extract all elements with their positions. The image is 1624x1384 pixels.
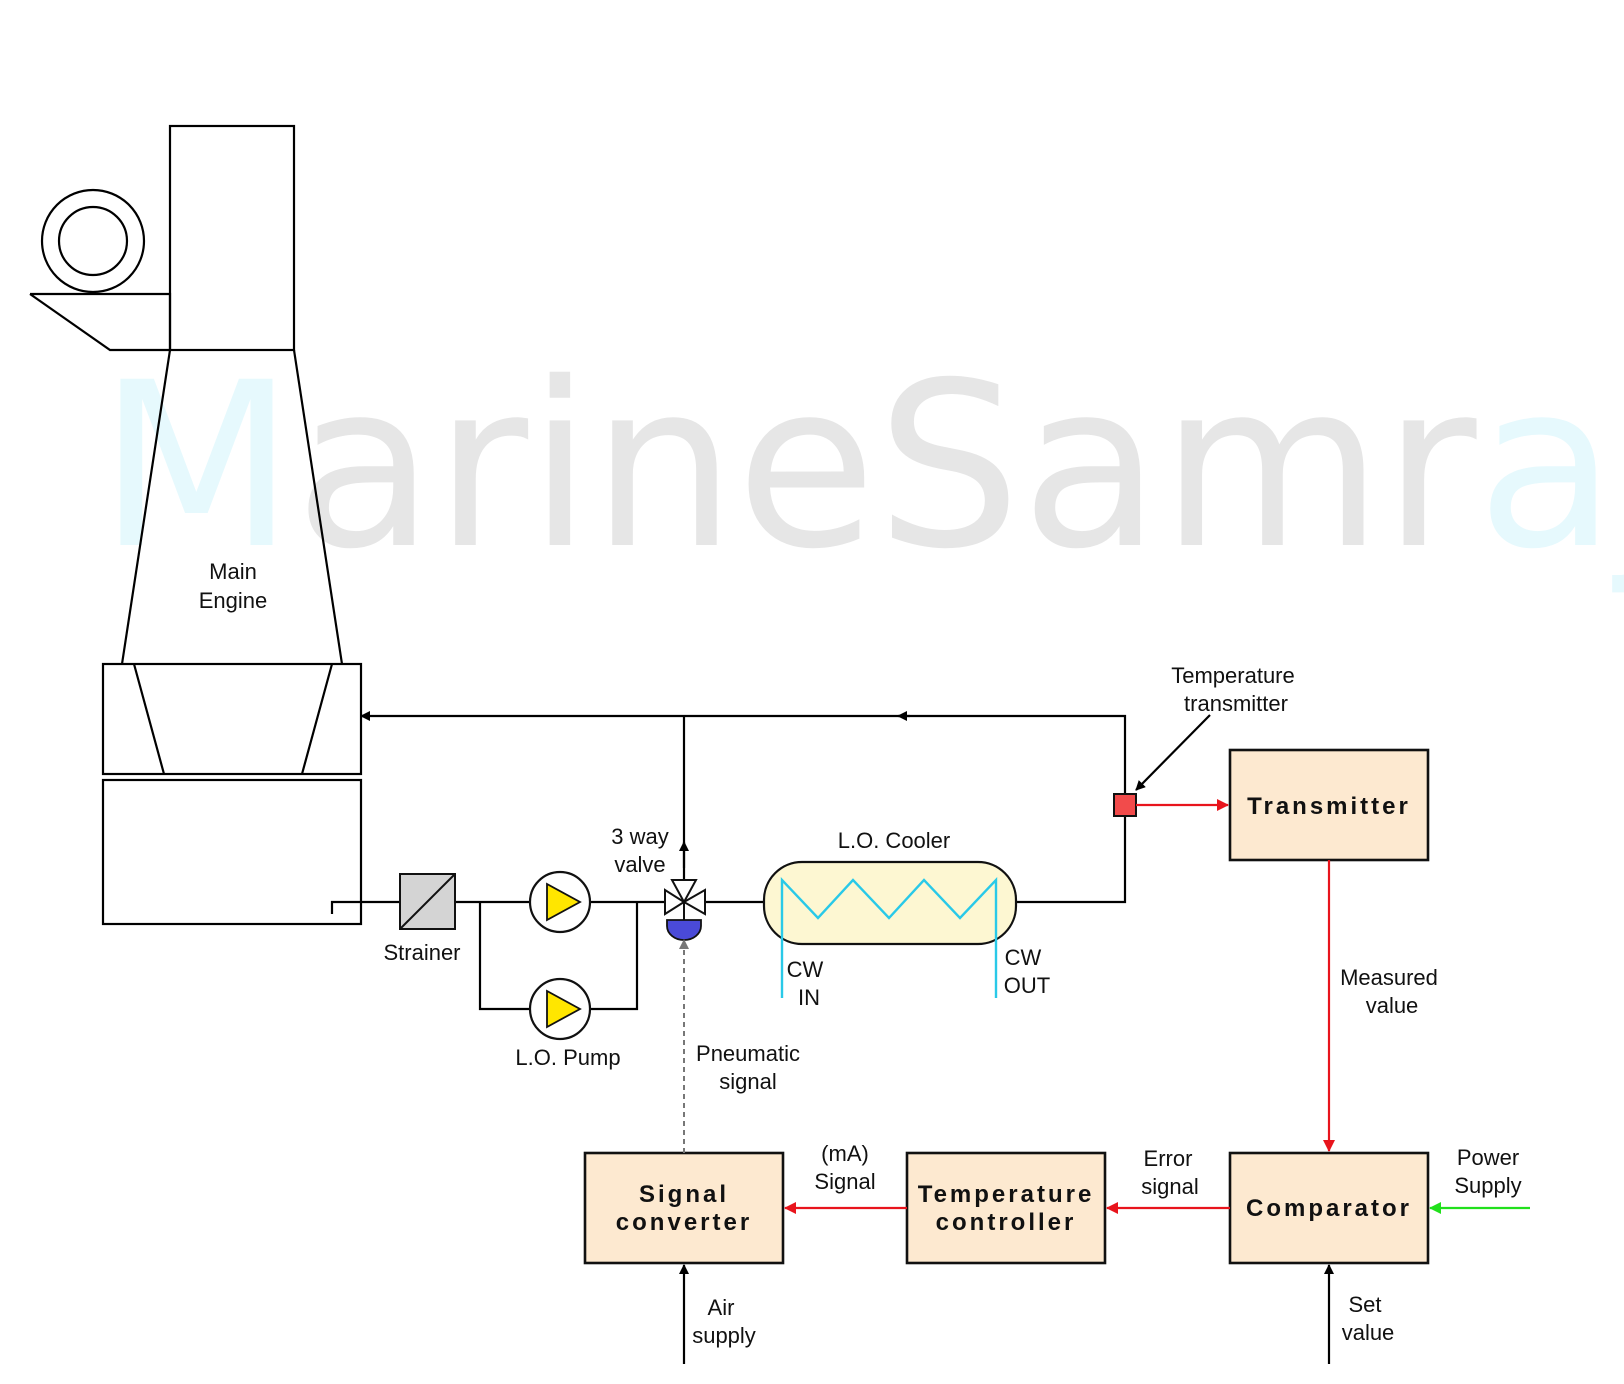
signal-converter-label-2: converter xyxy=(616,1209,752,1236)
three-way-valve: 3 way valve xyxy=(611,824,706,941)
cw-out-label-2: OUT xyxy=(1004,973,1050,998)
comparator-label: Comparator xyxy=(1246,1195,1412,1222)
pump-2-arrow-icon xyxy=(546,989,582,1029)
cooling-water-coil xyxy=(780,876,998,998)
lo-pumps: L.O. Pump xyxy=(515,870,621,1070)
temp-transmitter-label-1: Temperature xyxy=(1171,663,1295,688)
signal-converter-label-1: Signal xyxy=(639,1181,729,1208)
temperature-controller-label-2: controller xyxy=(936,1209,1077,1236)
lo-cooler-label: L.O. Cooler xyxy=(838,828,951,853)
main-engine-label-2: Engine xyxy=(199,588,268,613)
watermark: MarineSamraj xyxy=(98,333,1624,599)
engine-bedplate xyxy=(101,662,363,776)
turbocharger-outer xyxy=(40,188,146,294)
engine-frame-left xyxy=(120,349,172,665)
pump-bypass-inlet xyxy=(478,902,530,1011)
power-supply-label-2: Supply xyxy=(1454,1173,1521,1198)
measured-value-label-1: Measured xyxy=(1340,965,1438,990)
transmitter-label: Transmitter xyxy=(1247,793,1411,820)
temperature-sensor-icon xyxy=(1113,793,1137,817)
cw-in-label-1: CW xyxy=(787,957,824,982)
main-engine-label-1: Main xyxy=(209,559,257,584)
power-supply-label-1: Power xyxy=(1457,1145,1519,1170)
ma-signal-label-2: Signal xyxy=(814,1169,875,1194)
valve-actuator-icon xyxy=(666,919,702,941)
signal-lines xyxy=(679,799,1530,1364)
sump-suction-pipe xyxy=(330,900,400,914)
pneumatic-signal-label-2: signal xyxy=(719,1069,776,1094)
temperature-controller-label-1: Temperature xyxy=(918,1181,1095,1208)
strainer: Strainer xyxy=(383,873,461,965)
valve-top-triangle xyxy=(670,879,698,905)
set-value-label-1: Set xyxy=(1348,1292,1381,1317)
signal-converter-box xyxy=(583,1151,785,1265)
three-way-valve-label-1: 3 way xyxy=(611,824,668,849)
measured-value-label-2: value xyxy=(1366,993,1419,1018)
set-value-label-2: value xyxy=(1342,1320,1395,1345)
valve-left-triangle xyxy=(664,888,686,916)
strainer-label: Strainer xyxy=(383,940,460,965)
sensor-pointer xyxy=(1135,714,1211,791)
engine-top-block xyxy=(168,124,296,352)
temperature-sensor: Temperature transmitter xyxy=(1113,663,1295,817)
comparator-block: Comparator xyxy=(1228,1151,1430,1265)
temp-transmitter-label-2: transmitter xyxy=(1184,691,1288,716)
transmitter-block: Transmitter xyxy=(1228,748,1430,862)
cooler-shell xyxy=(762,860,1018,946)
pump-1-arrow-icon xyxy=(546,882,582,922)
ma-signal-label-1: (mA) xyxy=(821,1141,869,1166)
valve-right-triangle xyxy=(681,888,706,916)
air-supply-label-1: Air xyxy=(708,1295,735,1320)
cw-out-label-1: CW xyxy=(1005,945,1042,970)
strainer-element xyxy=(399,873,456,930)
temperature-controller-block: Temperature controller xyxy=(905,1151,1107,1265)
transmitter-box xyxy=(1228,748,1430,862)
main-engine: Main Engine xyxy=(29,124,363,926)
lo-cooler: L.O. Cooler CW IN CW OUT xyxy=(762,828,1050,1010)
lo-pump-label: L.O. Pump xyxy=(515,1045,620,1070)
cw-in-label-2: IN xyxy=(798,985,820,1010)
pump-bypass-outlet xyxy=(590,902,639,1011)
error-signal-label-2: signal xyxy=(1141,1174,1198,1199)
bedplate-right-strut xyxy=(300,663,334,775)
bedplate-left-strut xyxy=(132,663,166,775)
three-way-valve-label-2: valve xyxy=(614,852,665,877)
signal-converter-block: Signal converter xyxy=(583,1151,785,1265)
error-signal-label-1: Error xyxy=(1144,1146,1193,1171)
return-pipe xyxy=(360,711,1127,904)
turbocharger-inner xyxy=(57,205,129,277)
pneumatic-signal-label-1: Pneumatic xyxy=(696,1041,800,1066)
engine-frame-right xyxy=(292,349,344,665)
sump-tank xyxy=(101,778,363,926)
temperature-controller-box xyxy=(905,1151,1107,1265)
air-supply-label-2: supply xyxy=(692,1323,756,1348)
